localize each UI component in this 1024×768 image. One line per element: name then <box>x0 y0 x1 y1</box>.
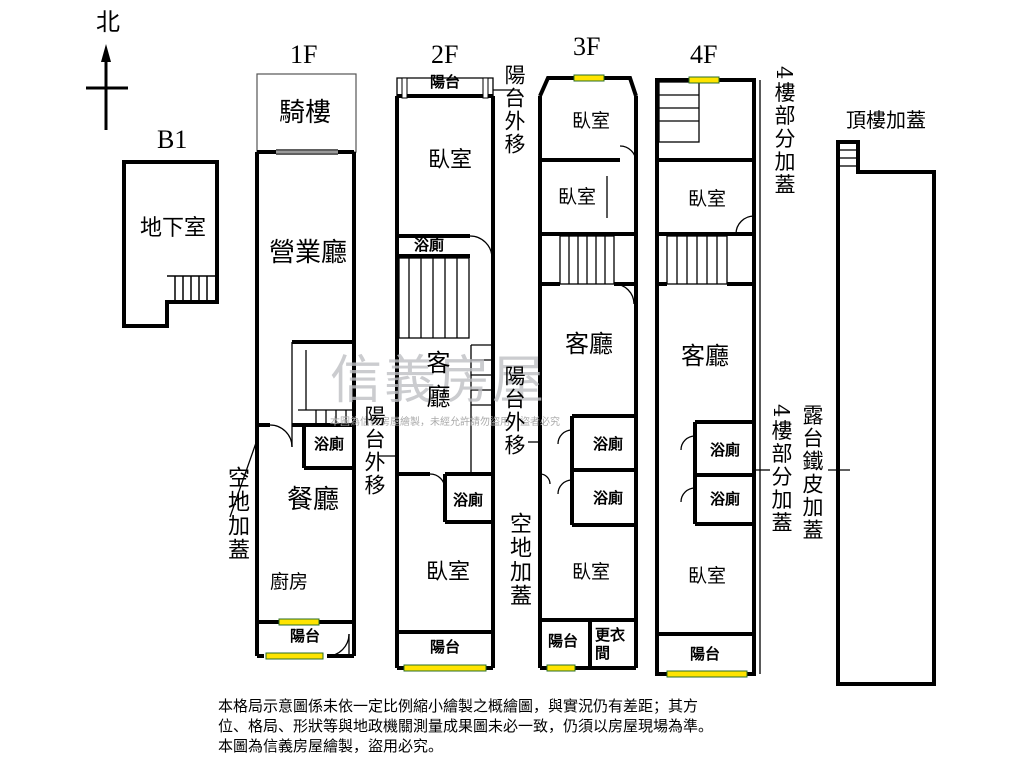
floor-label-roof: 頂樓加蓋 <box>846 108 926 132</box>
f4-bath1-label: 浴廁 <box>710 441 741 459</box>
f1-yard-addition-label: 空地加蓋 <box>224 466 249 562</box>
f4-partial-addition-bottom-label: 4樓部分加蓋 <box>769 404 793 535</box>
f1-business-hall-label: 營業廳 <box>269 238 348 268</box>
f4-plan <box>655 76 770 678</box>
watermark-subtext: 本圖為信義房屋繪製，未經允許請勿盜用，盜者必究 <box>330 417 560 428</box>
f2-balcony-bottom-label: 陽台 <box>430 638 461 656</box>
f4-balcony-label: 陽台 <box>690 645 721 663</box>
f2-bedroom-top-label: 臥室 <box>428 148 473 173</box>
floor-label-1f: 1F <box>290 40 318 69</box>
f2-balcony-moved-mid-label: 陽台外移 <box>362 405 386 497</box>
f3-balcony-label: 陽台 <box>548 632 579 650</box>
f3-bedroom3-label: 臥室 <box>572 561 611 583</box>
f3-balcony-moved-label: 陽台外移 <box>502 365 526 457</box>
f2-bath-mid-label: 浴廁 <box>453 491 484 509</box>
floor-label-2f: 2F <box>431 40 459 69</box>
roof-terrace-label: 露台鐵皮加蓋 <box>800 404 824 542</box>
f4-living-label: 客廳 <box>681 342 729 370</box>
b1-basement-label: 地下室 <box>140 216 207 241</box>
floor-label-4f: 4F <box>690 40 718 69</box>
f4-bedroom2-label: 臥室 <box>688 565 727 587</box>
f2-yard-addition-label: 空地加蓋 <box>506 512 531 608</box>
f3-bedroom1-label: 臥室 <box>572 110 611 132</box>
f2-bedroom-bottom-label: 臥室 <box>426 560 471 585</box>
f2-balcony-top-label: 陽台 <box>430 73 461 91</box>
floor-label-3f: 3F <box>573 32 601 61</box>
north-arrow-icon <box>86 52 128 130</box>
f3-closet-label: 更衣間 <box>595 626 626 662</box>
f1-dining-label: 餐廳 <box>287 485 340 515</box>
north-label: 北 <box>96 8 120 36</box>
f2-bath-top-label: 浴廁 <box>414 236 445 254</box>
f3-bath2-label: 浴廁 <box>593 489 624 507</box>
disclaimer: 本格局示意圖係未依一定比例縮小繪製之概繪圖，與實況仍有差距；其方 位、格局、形狀… <box>218 696 838 756</box>
f3-bath1-label: 浴廁 <box>593 435 624 453</box>
f3-plan <box>528 74 638 672</box>
f1-bath-label: 浴廁 <box>314 435 345 453</box>
f2-balcony-moved-top-label: 陽台外移 <box>502 64 526 156</box>
disclaimer-line-2: 位、格局、形狀等與地政機關測量成果圖未必一致，仍須以房屋現場為準。 <box>218 717 714 735</box>
f1-kitchen-label: 廚房 <box>270 571 309 593</box>
f2-living-label: 客廳 <box>422 350 450 418</box>
f4-bedroom1-label: 臥室 <box>688 188 727 210</box>
f1-balcony-label: 陽台 <box>290 627 321 645</box>
floor-label-b1: B1 <box>157 125 188 154</box>
f2-plan <box>378 77 520 672</box>
disclaimer-line-3: 本圖為信義房屋繪製，盜用必究。 <box>218 737 444 755</box>
disclaimer-line-1: 本格局示意圖係未依一定比例縮小繪製之概繪圖，與實況仍有差距；其方 <box>218 697 699 715</box>
f3-living-label: 客廳 <box>565 330 613 358</box>
f1-arcade-label: 騎樓 <box>279 98 332 128</box>
f1-plan <box>229 73 357 660</box>
f4-bath2-label: 浴廁 <box>710 490 741 508</box>
f4-partial-addition-top-label: 4樓部分加蓋 <box>772 66 796 197</box>
b1-plan <box>122 160 219 328</box>
roof-plan <box>828 140 936 686</box>
f3-bedroom2-label: 臥室 <box>558 186 597 208</box>
watermark-brand: 信義房屋 <box>330 351 547 411</box>
